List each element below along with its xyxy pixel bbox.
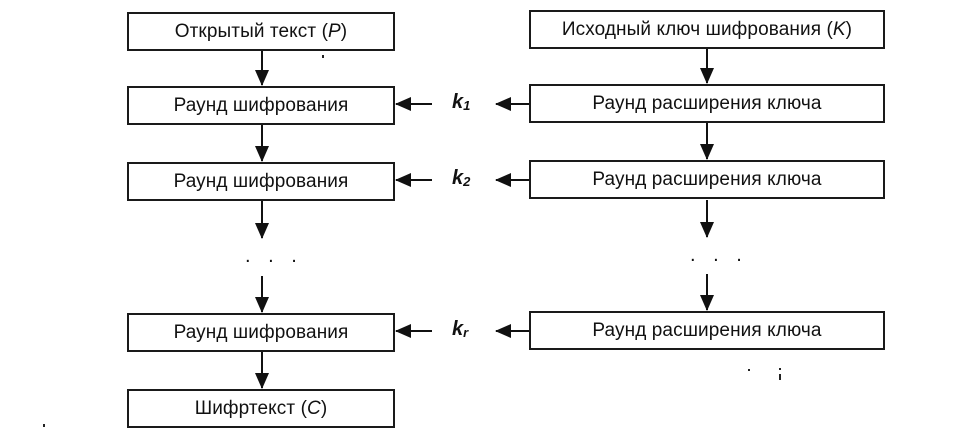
initial-key-label: Исходный ключ шифрования (K) [561, 18, 853, 40]
enc-round-2-label: Раунд шифрования [173, 170, 349, 192]
scan-speck [779, 368, 781, 370]
ellipsis-left: . . . [245, 245, 303, 267]
round-key-kr: kr [452, 318, 469, 340]
key-round-2-box: Раунд расширения ключа [529, 160, 885, 199]
round-key-k2: k2 [452, 167, 471, 189]
enc-round-r-label: Раунд шифрования [173, 321, 349, 343]
scan-speck [748, 369, 750, 371]
scan-speck [779, 374, 781, 380]
plaintext-label: Открытый текст (P) [174, 20, 348, 42]
key-round-2-label: Раунд расширения ключа [592, 168, 822, 190]
key-round-r-label: Раунд расширения ключа [592, 319, 822, 341]
plaintext-box: Открытый текст (P) [127, 12, 395, 51]
enc-round-1-label: Раунд шифрования [173, 94, 349, 116]
ciphertext-label: Шифртекст (C) [194, 397, 328, 419]
ciphertext-box: Шифртекст (C) [127, 389, 395, 428]
key-round-r-box: Раунд расширения ключа [529, 311, 885, 350]
enc-round-r-box: Раунд шифрования [127, 313, 395, 352]
initial-key-box: Исходный ключ шифрования (K) [529, 10, 885, 49]
scan-speck [322, 55, 324, 58]
scan-speck [43, 424, 45, 427]
key-round-1-box: Раунд расширения ключа [529, 84, 885, 123]
key-round-1-label: Раунд расширения ключа [592, 92, 822, 114]
enc-round-1-box: Раунд шифрования [127, 86, 395, 125]
ellipsis-right: . . . [690, 244, 748, 266]
round-key-k1: k1 [452, 91, 471, 113]
enc-round-2-box: Раунд шифрования [127, 162, 395, 201]
